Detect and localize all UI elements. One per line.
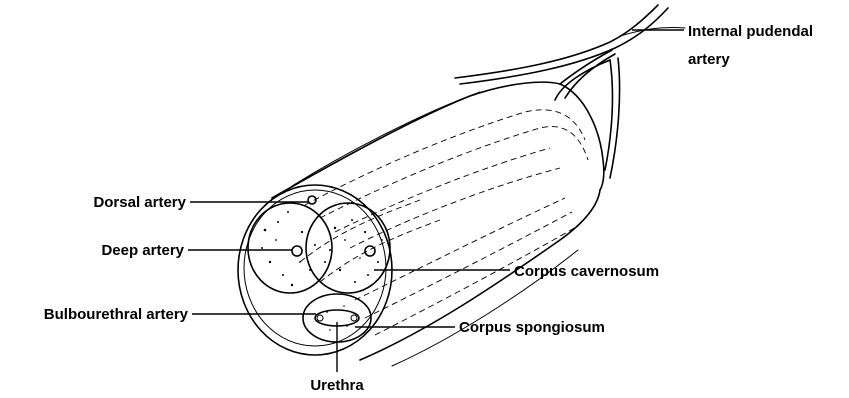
label-bulbourethral-artery: Bulbourethral artery [44,306,189,323]
label-dorsal-artery: Dorsal artery [93,194,186,211]
label-internal-pudendal-artery-line1: Internal pudendal [688,23,813,40]
inner-dashed-lines [305,110,588,335]
label-deep-artery: Deep artery [101,242,184,259]
label-internal-pudendal-artery-line2: artery [688,51,730,68]
deep-artery-left [292,246,302,256]
labels: Internal pudendal artery Dorsal artery D… [44,23,813,394]
label-corpus-cavernosum: Corpus cavernosum [514,263,659,280]
label-urethra: Urethra [310,377,364,394]
bulbourethral-artery-left [317,315,323,321]
label-corpus-spongiosum: Corpus spongiosum [459,319,605,336]
internal-pudendal-vessels [455,5,685,178]
bulbourethral-artery-right [351,315,357,321]
